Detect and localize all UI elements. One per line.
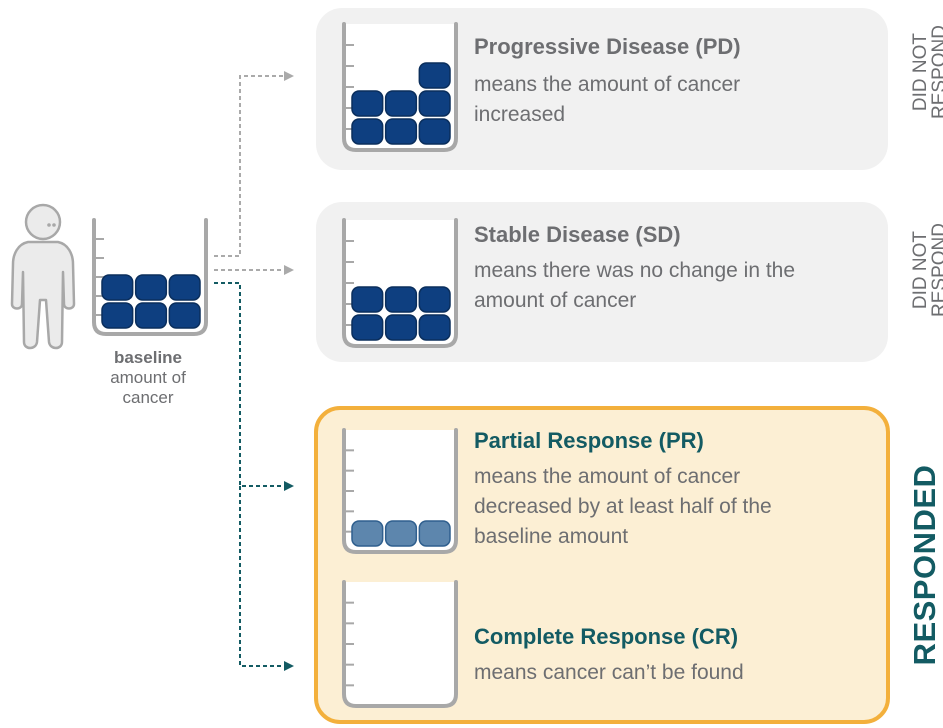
cancer-block [168,274,201,301]
cancer-block [418,90,451,117]
pd-title: Progressive Disease (PD) [474,34,741,59]
arrow-to-pd [214,71,294,257]
sd-side-label-line1: DID NOT [910,230,931,310]
cancer-block [101,274,134,301]
pd-description: means the amount of cancer increased [474,73,741,126]
baseline-label-rest: amount of cancer [110,368,186,407]
cr-beaker [342,580,458,708]
baseline-beaker [92,218,208,336]
cancer-block [418,118,451,145]
cancer-block [384,314,418,341]
pd-side-label-line2: RESPOND [929,25,943,119]
sd-title: Stable Disease (SD) [474,222,681,247]
cancer-block [418,520,451,547]
beaker-outline [342,580,458,708]
person-icon [10,203,76,350]
sd-description: means there was no change in the amount … [474,259,796,312]
cancer-block [418,62,451,89]
cancer-block [134,302,168,329]
pr-description: means the amount of cancer decreased by … [474,465,772,548]
baseline-label: baseline amount of cancer [88,348,208,408]
cr-title: Complete Response (CR) [474,624,739,649]
cancer-block [384,286,418,313]
cancer-block [351,90,384,117]
cancer-block [351,286,384,313]
cr-description: means cancer can’t be found [474,661,744,684]
cancer-block [384,520,418,547]
baseline-label-bold: baseline [113,348,183,367]
cancer-block [418,286,451,313]
pd-side-label: DID NOT RESPOND [910,7,943,137]
sd-side-label: DID NOT RESPOND [910,205,943,335]
pd-side-label-line1: DID NOT [910,32,931,112]
cancer-block [168,302,201,329]
arrow-to-cr [239,486,294,671]
pr-title: Partial Response (PR) [474,428,704,453]
pd-beaker [342,22,458,152]
sd-side-label-line2: RESPOND [929,223,943,317]
cancer-block [351,118,384,145]
cancer-block [384,118,418,145]
responded-label: RESPONDED [907,464,942,666]
cancer-block [351,520,384,547]
cancer-block [418,314,451,341]
cancer-block [351,314,384,341]
pr-beaker [342,428,458,554]
cancer-block [134,274,168,301]
sd-beaker [342,218,458,348]
cancer-block [101,302,134,329]
arrow-to-pr [214,282,294,491]
cancer-block [384,90,418,117]
